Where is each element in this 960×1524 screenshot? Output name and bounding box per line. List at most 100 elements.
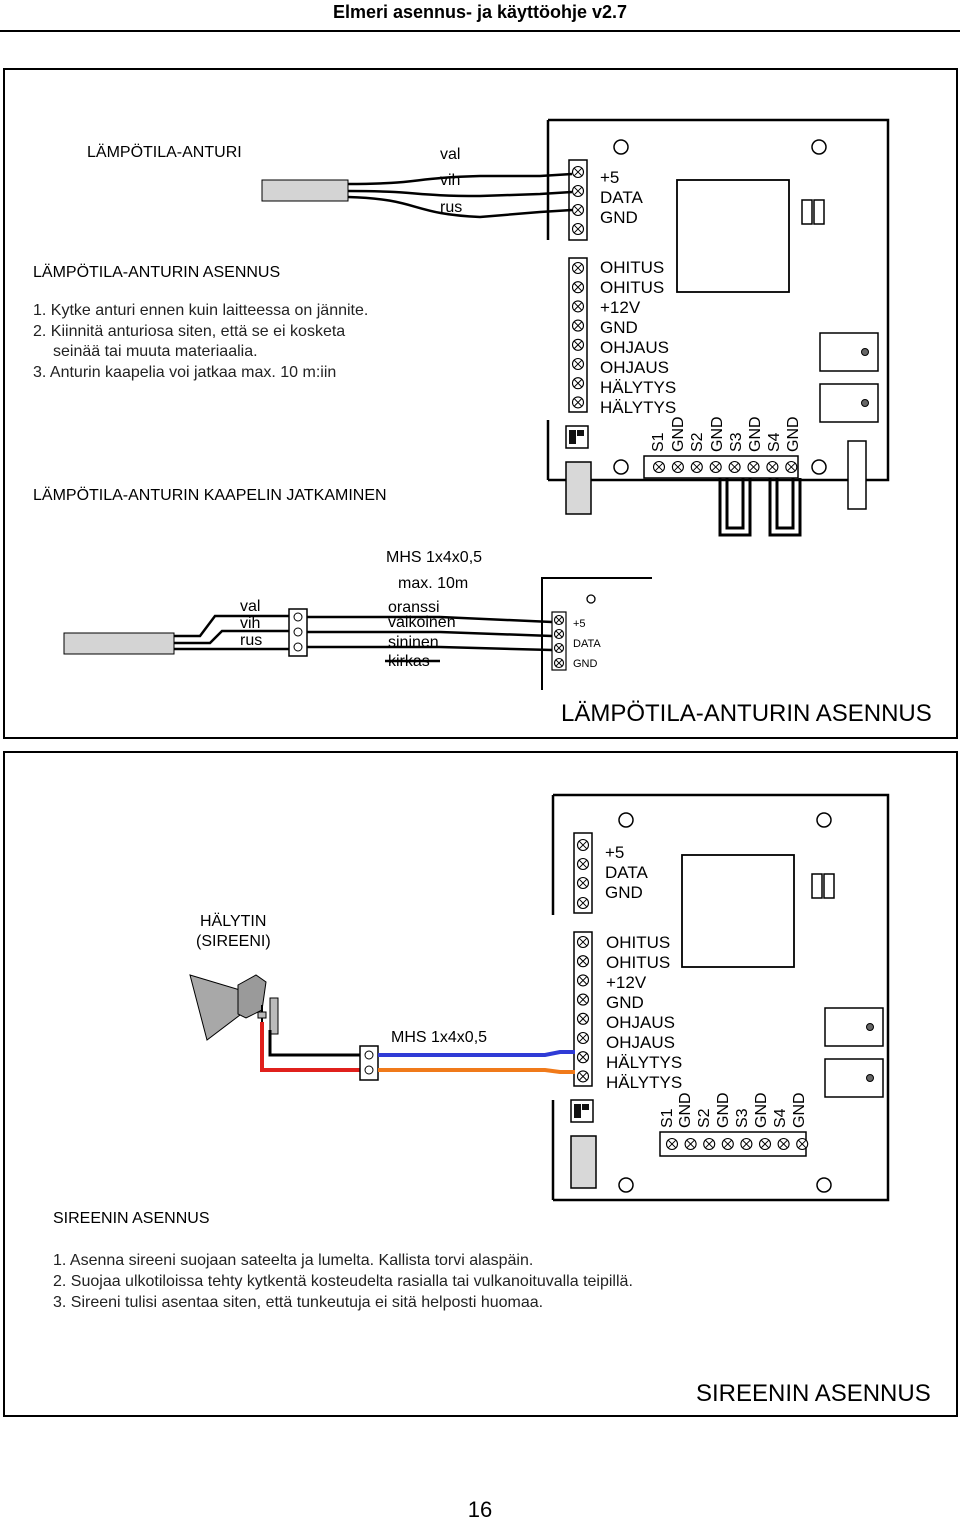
controller-board-outline-2 [553, 793, 890, 1202]
mount-hole [613, 139, 629, 155]
terminal-screw [766, 460, 779, 474]
terminal-screw [576, 993, 590, 1006]
extension-cable-max: max. 10m [398, 575, 469, 592]
siren-install-title: SIREENIN ASENNUS [53, 1210, 210, 1227]
terminal-screw [576, 955, 590, 968]
ext-wire-vih: vih [240, 615, 261, 632]
term2-s4: S4 [772, 1108, 789, 1128]
term2-gnd1: GND [677, 1092, 694, 1128]
siren-label: HÄLYTIN [200, 913, 267, 930]
terminal-screw [576, 974, 590, 987]
sensor-terminal-block [568, 159, 588, 241]
term-s3: S3 [728, 432, 745, 452]
sensor-label: LÄMPÖTILA-ANTURI [87, 144, 242, 161]
panel2-caption: SIREENIN ASENNUS [696, 1380, 931, 1407]
terminal-screw [571, 281, 585, 294]
term-gnd4: GND [785, 416, 802, 452]
relay-2 [819, 383, 879, 423]
extension-cable-type: MHS 1x4x0,5 [386, 549, 483, 566]
terminal-screw [576, 1070, 590, 1083]
wire-label-rus: rus [440, 199, 463, 216]
terminal-screw [576, 1031, 590, 1045]
sensor-terminal-labels-2: +5 DATA GND [605, 843, 648, 902]
page-number: 16 [467, 1497, 493, 1522]
ext-wire-valkoinen: valkoinen [388, 614, 456, 631]
terminal-screw [652, 460, 666, 474]
terminal-screw [665, 1137, 679, 1151]
term2-gnd4: GND [791, 1092, 808, 1128]
terminal-screw [671, 460, 684, 474]
transformer-block [676, 179, 790, 293]
term2-s3: S3 [734, 1108, 751, 1128]
terminal-screw [684, 1137, 697, 1151]
terminal-screw [747, 460, 760, 474]
terminal-screw [709, 460, 722, 474]
siren-cable-type: MHS 1x4x0,5 [391, 1029, 488, 1046]
terminal-screw [576, 1051, 590, 1064]
siren-sublabel: (SIREENI) [196, 933, 271, 950]
terminal-screw [576, 935, 590, 949]
term-s4: S4 [766, 432, 783, 452]
terminal-screw [571, 165, 585, 179]
terminal-screw [576, 1012, 590, 1025]
ext-wire-sininen: sininen [388, 634, 439, 651]
terminal-screw [576, 876, 590, 890]
terminal-screw [571, 300, 585, 313]
main-terminal-labels: OHITUS OHITUS +12V GND OHJAUS OHJAUS HÄL… [600, 258, 677, 417]
term-s2: S2 [689, 432, 706, 452]
wire-label-vih: vih [440, 172, 461, 189]
terminal-screw [571, 338, 585, 351]
terminal-screw [703, 1137, 716, 1151]
terminal-screw [571, 203, 585, 217]
black-wire [268, 1030, 360, 1057]
fuse [847, 440, 867, 510]
mount-hole [613, 459, 629, 475]
wire-label-val: val [440, 146, 461, 163]
siren-panel [3, 751, 958, 1417]
terminal-screw [571, 261, 585, 275]
term2-s1: S1 [659, 1108, 676, 1128]
orange-wire [378, 1068, 575, 1074]
terminal-screw [571, 357, 585, 371]
term-s1: S1 [650, 432, 667, 452]
extension-terminal-labels: +5 DATA GND [573, 618, 601, 670]
terminal-screw [758, 1137, 772, 1151]
battery-block [565, 461, 592, 515]
terminal-screw [728, 460, 741, 474]
term2-gnd2: GND [715, 1092, 732, 1128]
extension-terminal-block [551, 611, 567, 671]
terminal-screw [777, 1137, 790, 1151]
term2-s2: S2 [696, 1108, 713, 1128]
ext-wire-val: val [240, 598, 261, 615]
sensor-panel [3, 68, 958, 739]
terminal-screw [553, 657, 565, 669]
sensor-install-title: LÄMPÖTILA-ANTURIN ASENNUS [33, 264, 281, 281]
relay-1 [819, 332, 879, 372]
red-wire [260, 1022, 360, 1072]
terminal-screw [576, 857, 590, 871]
terminal-screw [553, 628, 565, 640]
panel1-caption: LÄMPÖTILA-ANTURIN ASENNUS [561, 700, 932, 727]
terminal-screw [553, 614, 565, 626]
mount-hole [811, 459, 827, 475]
sensor-install-steps: 1. Kytke anturi ennen kuin laitteessa on… [33, 302, 369, 381]
terminal-screw [690, 460, 703, 474]
terminal-screw [721, 1137, 734, 1151]
siren-junction-block [359, 1045, 379, 1081]
terminal-screw [571, 377, 585, 390]
blue-wire [378, 1050, 575, 1057]
terminal-screw [740, 1137, 753, 1151]
term-gnd2: GND [709, 416, 726, 452]
main-terminal-block [568, 257, 588, 413]
terminal-screw [571, 319, 585, 332]
temperature-sensor-body [261, 179, 349, 202]
terminal-screw [576, 896, 590, 910]
document-title: Elmeri asennus- ja käyttöohje v2.7 [332, 2, 628, 22]
header-rule [0, 30, 960, 32]
controller-board-outline [548, 118, 890, 482]
terminal-screw [553, 642, 565, 654]
terminal-screw [785, 460, 798, 474]
term-gnd1: GND [670, 416, 687, 452]
ext-wire-kirkas: kirkas [388, 653, 430, 670]
